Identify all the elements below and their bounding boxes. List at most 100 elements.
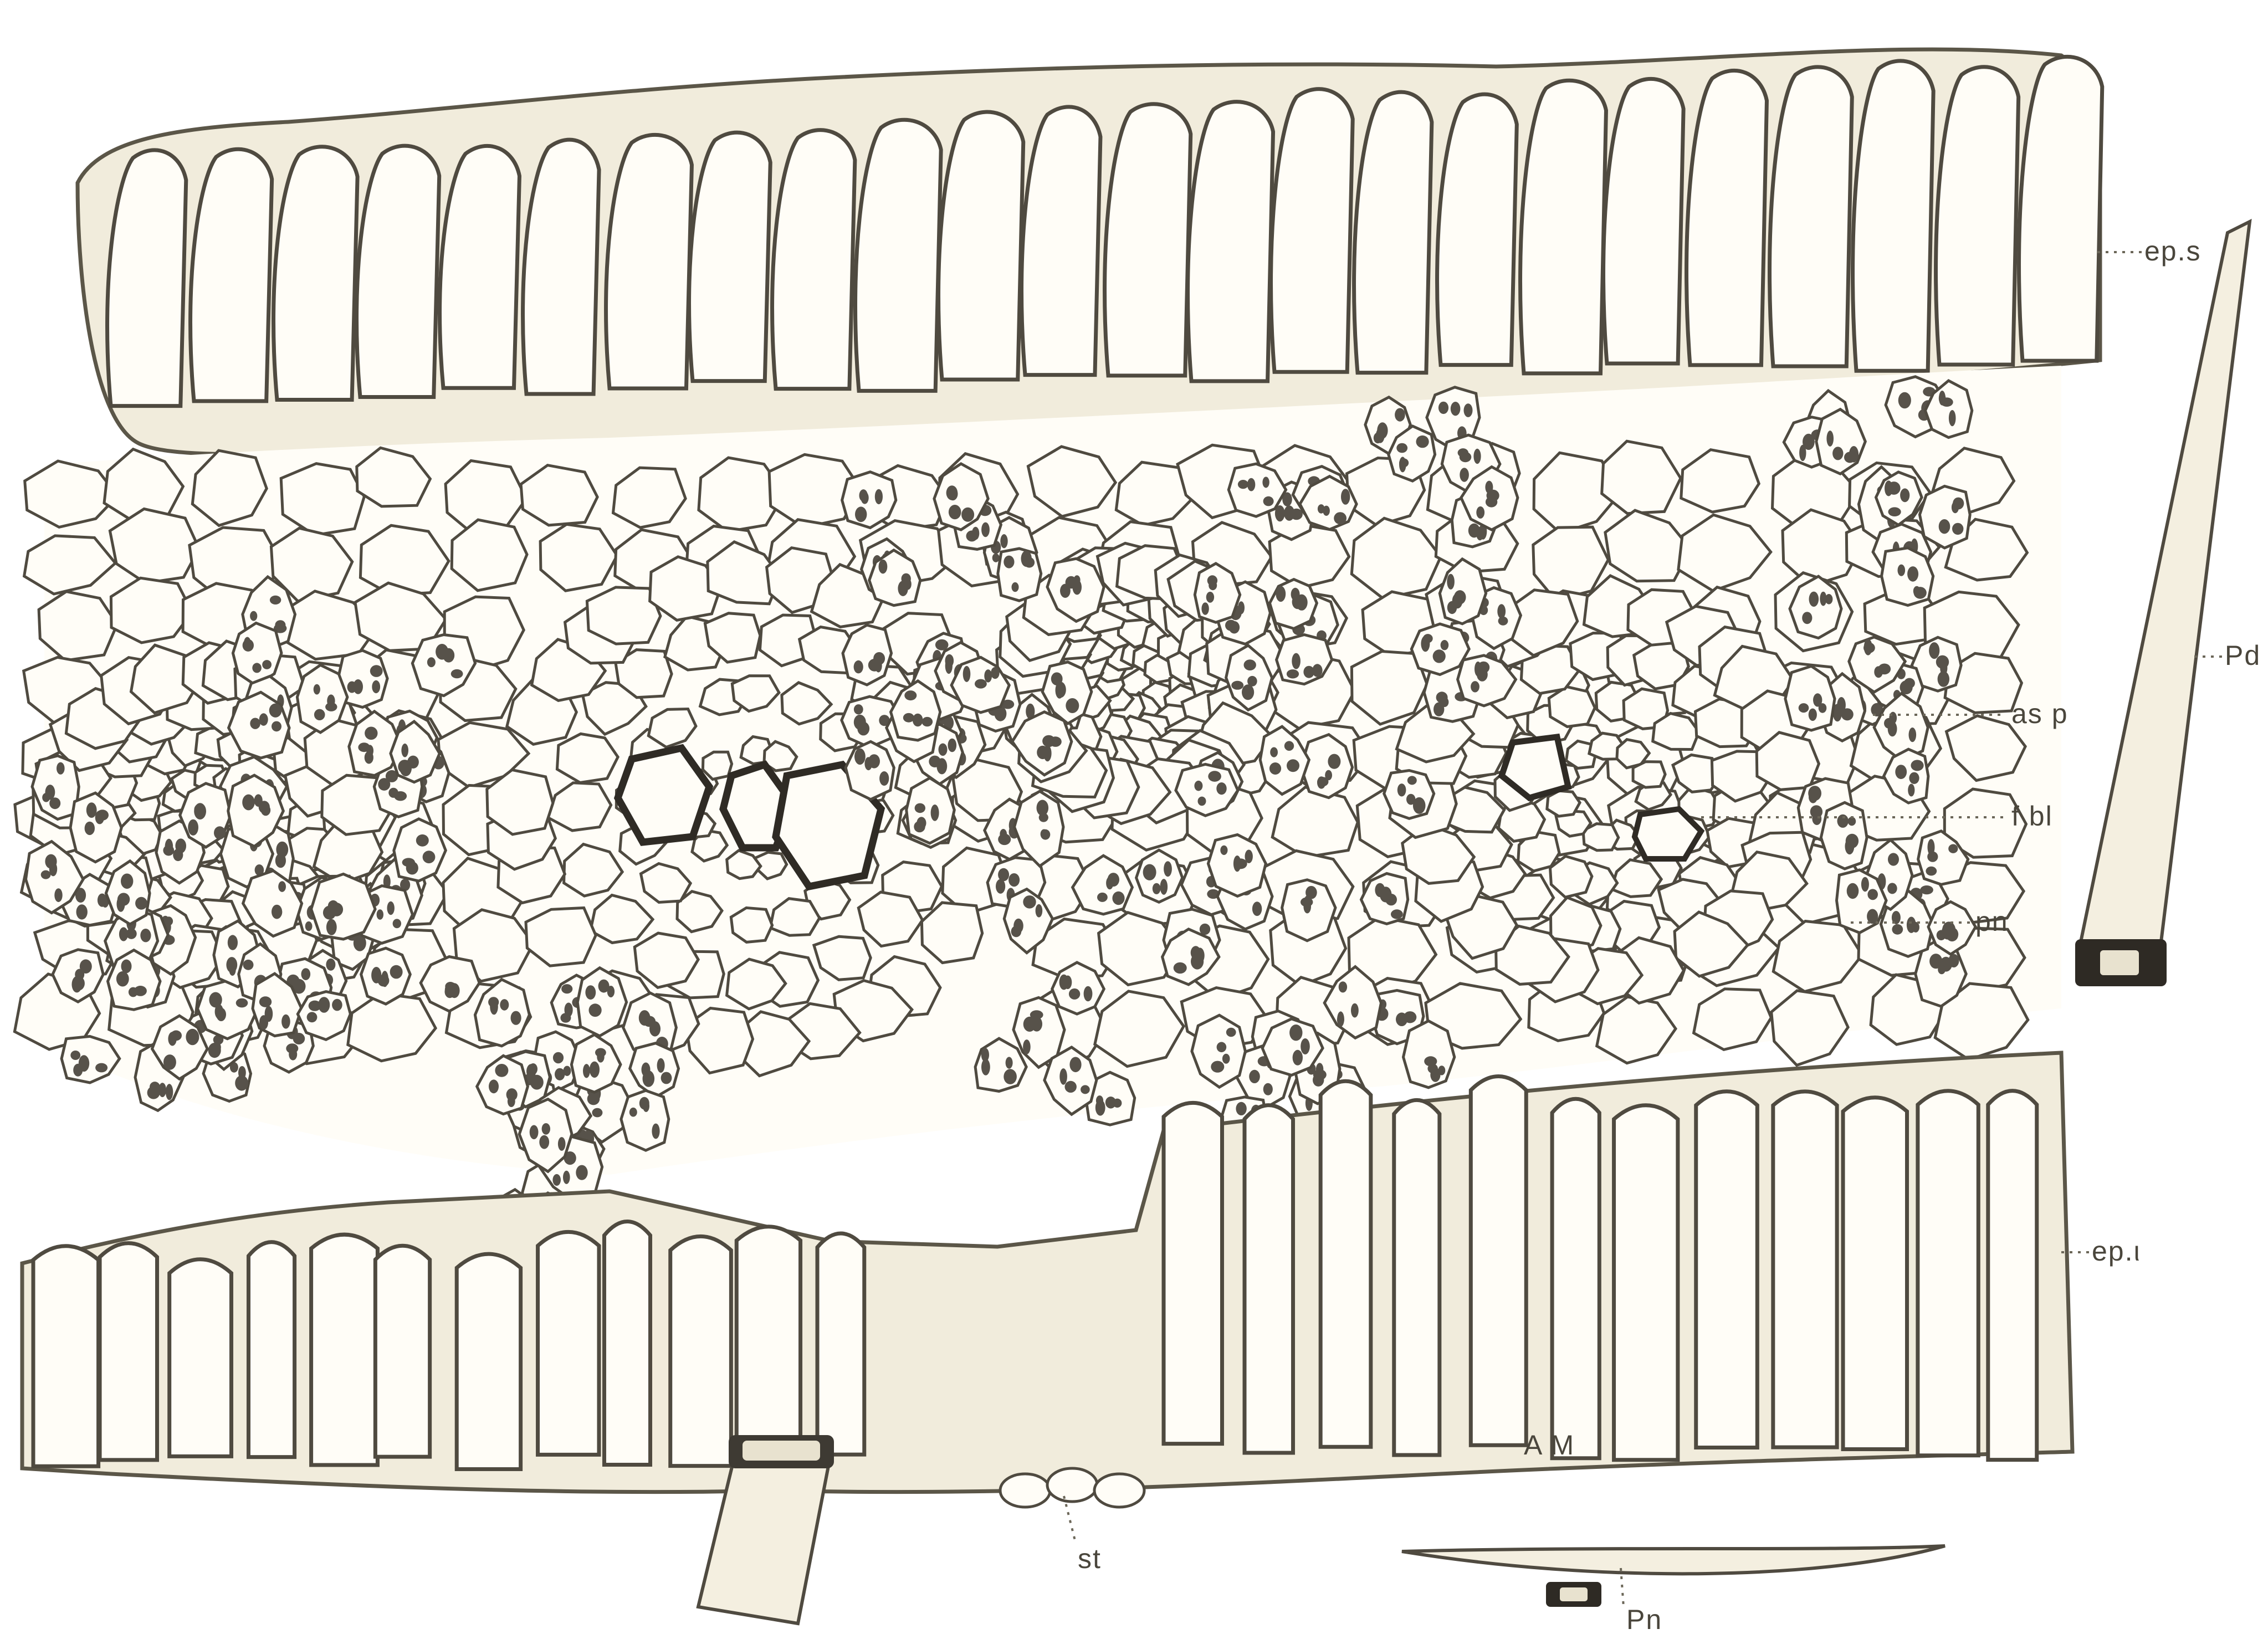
bundle-cell — [703, 752, 731, 779]
chloroplast — [1926, 867, 1937, 876]
chloroplast — [1927, 852, 1938, 862]
chloroplast — [1913, 586, 1921, 596]
chloroplast — [1112, 892, 1124, 905]
chloroplast — [400, 760, 412, 776]
chloroplast — [1084, 986, 1093, 1002]
chloroplast — [1105, 1097, 1116, 1109]
chloroplast — [555, 1068, 565, 1080]
lower-epidermal-cell — [538, 1232, 599, 1454]
chloroplast — [1209, 581, 1217, 590]
chloroplast — [70, 1051, 80, 1060]
chloroplast — [1041, 829, 1048, 839]
chlorenchyma-cell-wall — [1919, 486, 1970, 548]
parenchyma-cell — [1772, 991, 1848, 1066]
chloroplast — [936, 758, 947, 774]
chloroplast — [1813, 693, 1822, 706]
lower-epidermal-cell — [248, 1242, 294, 1457]
chloroplast — [963, 666, 971, 682]
chloroplast — [945, 658, 953, 674]
chloroplast — [530, 1125, 539, 1140]
upper-epidermal-cell — [107, 150, 186, 406]
chloroplast — [1396, 443, 1407, 453]
chloroplast — [326, 919, 337, 935]
chloroplast — [261, 805, 270, 816]
chloroplast — [1191, 954, 1204, 970]
chloroplast — [1276, 586, 1286, 602]
chloroplast — [86, 802, 97, 818]
chloroplast — [1008, 873, 1020, 887]
chloroplast — [511, 1011, 521, 1025]
chloroplast — [275, 853, 286, 868]
chlorenchyma-cell-wall — [907, 778, 955, 843]
chloroplast — [252, 663, 262, 673]
chloroplast — [508, 1095, 515, 1107]
chloroplast — [1895, 765, 1907, 779]
chloroplast — [49, 797, 60, 809]
lower-epidermal-cell — [1320, 1081, 1371, 1447]
chloroplast — [1808, 786, 1821, 801]
chloroplast — [402, 858, 415, 867]
chloroplast — [1023, 895, 1036, 909]
upper-epidermal-cell — [1687, 70, 1767, 365]
chloroplast — [427, 657, 436, 667]
chloroplast — [1909, 772, 1919, 784]
chlorenchyma-cell — [311, 874, 376, 939]
chloroplast — [1888, 853, 1899, 865]
chloroplast — [1284, 741, 1294, 751]
lower-epidermal-cell — [1394, 1100, 1440, 1455]
lower-epidermal-cell — [1988, 1091, 2037, 1460]
chloroplast — [1030, 1010, 1043, 1019]
chloroplast — [542, 1123, 550, 1135]
chloroplast — [1244, 659, 1256, 670]
chlorenchyma-cell-wall — [846, 741, 894, 799]
chloroplast — [42, 793, 50, 802]
chloroplast — [1867, 889, 1878, 900]
chloroplast — [583, 1064, 590, 1078]
chloroplast — [854, 715, 866, 730]
chlorenchyma-cell — [1404, 1021, 1455, 1088]
chloroplast — [495, 1064, 508, 1077]
chloroplast — [922, 717, 933, 726]
chlorenchyma-cell — [907, 778, 955, 843]
chloroplast — [401, 744, 408, 757]
upper-epidermal-cell — [1520, 80, 1606, 373]
chloroplast — [1397, 783, 1406, 796]
chloroplast — [1939, 519, 1950, 534]
chloroplast — [1406, 794, 1415, 805]
chloroplast — [1081, 1085, 1090, 1094]
upper-epidermal-cell — [1188, 102, 1273, 381]
lower-epidermal-cell — [604, 1221, 650, 1464]
chloroplast — [1395, 408, 1405, 422]
chloroplast — [1447, 574, 1455, 590]
chloroplast — [388, 788, 398, 798]
chloroplast — [981, 523, 990, 537]
chlorenchyma-cell — [1384, 771, 1434, 819]
chloroplast — [259, 996, 272, 1007]
lower-epidermal-cell — [1843, 1098, 1907, 1449]
bundle-cell — [921, 903, 982, 963]
chloroplast — [1441, 640, 1449, 650]
chlorenchyma-cell — [298, 992, 350, 1040]
upper-epidermal-cell — [1770, 67, 1852, 366]
chloroplast — [1887, 482, 1900, 495]
chloroplast — [1072, 580, 1082, 595]
chloroplast — [165, 839, 173, 854]
chloroplast — [1270, 747, 1278, 757]
chloroplast — [1942, 921, 1955, 938]
chloroplast — [904, 578, 912, 590]
lower-epidermal-cell — [1552, 1099, 1599, 1458]
chloroplast — [949, 505, 961, 519]
chloroplast — [194, 804, 203, 815]
chloroplast — [1849, 446, 1859, 463]
chloroplast — [275, 620, 285, 629]
chlorenchyma-cell — [1785, 666, 1835, 730]
chloroplast — [1952, 501, 1959, 513]
upper-epidermal-cell — [2019, 57, 2102, 361]
chloroplast — [1802, 612, 1812, 624]
upper-epidermal-cell — [1022, 107, 1100, 375]
chloroplast — [1066, 698, 1079, 713]
small-needle — [1402, 1546, 1945, 1607]
chloroplast — [996, 879, 1005, 894]
label-am: A M — [1524, 1430, 1575, 1461]
chloroplast — [1380, 887, 1392, 902]
